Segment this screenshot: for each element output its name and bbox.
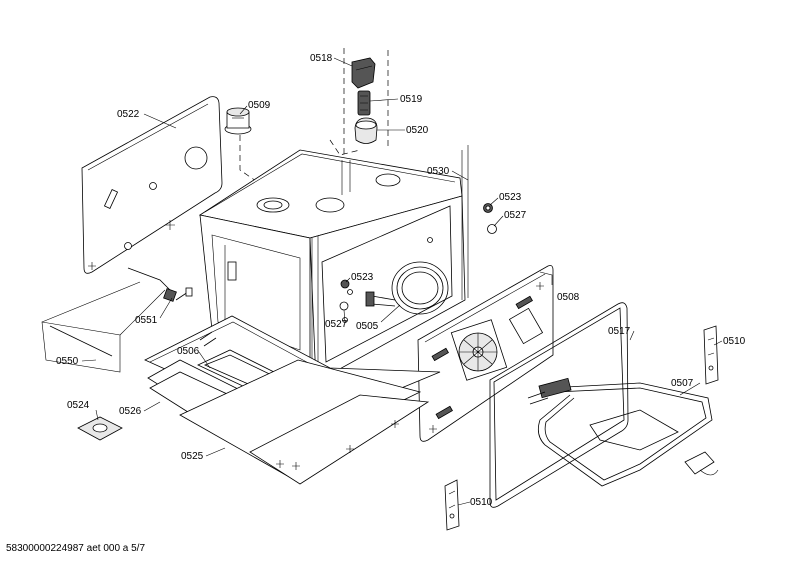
- label-0510-right: 0510: [723, 336, 746, 347]
- cap-0520[interactable]: [354, 117, 378, 144]
- grill-heater-element-0507[interactable]: [527, 377, 713, 487]
- ring-heater-0505[interactable]: [365, 261, 449, 315]
- label-0527-lower: 0527: [325, 319, 348, 330]
- leader-lines: [81, 57, 723, 506]
- spacer-0524[interactable]: [77, 416, 123, 441]
- label-0523-lower: 0523: [351, 272, 374, 283]
- label-0527-upper: 0527: [504, 210, 527, 221]
- base-plate-0525[interactable]: [179, 359, 430, 485]
- label-0523-upper: 0523: [499, 192, 522, 203]
- label-0518: 0518: [310, 53, 333, 64]
- bracket-0519[interactable]: [357, 90, 371, 116]
- label-0551: 0551: [135, 315, 158, 326]
- bracket-0510-lower[interactable]: [444, 479, 460, 531]
- label-0517: 0517: [608, 326, 631, 337]
- label-0522: 0522: [117, 109, 140, 120]
- label-0524: 0524: [67, 400, 90, 411]
- label-0508: 0508: [557, 292, 580, 303]
- washer-0527-lower[interactable]: [339, 301, 349, 311]
- label-0509: 0509: [248, 100, 271, 111]
- cable-guide-0518[interactable]: [351, 57, 376, 89]
- label-0526: 0526: [119, 406, 142, 417]
- label-0519: 0519: [400, 94, 423, 105]
- nut-0523-upper[interactable]: [483, 203, 493, 213]
- label-0525: 0525: [181, 451, 204, 462]
- label-0520: 0520: [406, 125, 429, 136]
- label-0510-lower: 0510: [470, 497, 493, 508]
- label-0505: 0505: [356, 321, 379, 332]
- label-0507: 0507: [671, 378, 694, 389]
- guide-line: [329, 139, 361, 156]
- washer-0527-upper[interactable]: [487, 224, 497, 234]
- wire-box-0550: [41, 281, 166, 373]
- motor-cap-0509[interactable]: [224, 107, 252, 135]
- rear-panel-0522[interactable]: [81, 96, 223, 274]
- clip[interactable]: [684, 451, 719, 476]
- document-id-footer: 58300000224987 aet 000 a 5/7: [6, 543, 146, 554]
- oven-housing: [198, 145, 469, 412]
- fan-cover-plate-0508[interactable]: [417, 265, 554, 442]
- label-0550: 0550: [56, 356, 79, 367]
- grill-heater-frame-0517[interactable]: [489, 302, 629, 508]
- sensor-0551[interactable]: [127, 267, 193, 302]
- nut-0523-lower[interactable]: [340, 279, 350, 289]
- label-0506: 0506: [177, 346, 200, 357]
- label-0530: 0530: [427, 166, 450, 177]
- bracket-0510-right[interactable]: [703, 325, 719, 385]
